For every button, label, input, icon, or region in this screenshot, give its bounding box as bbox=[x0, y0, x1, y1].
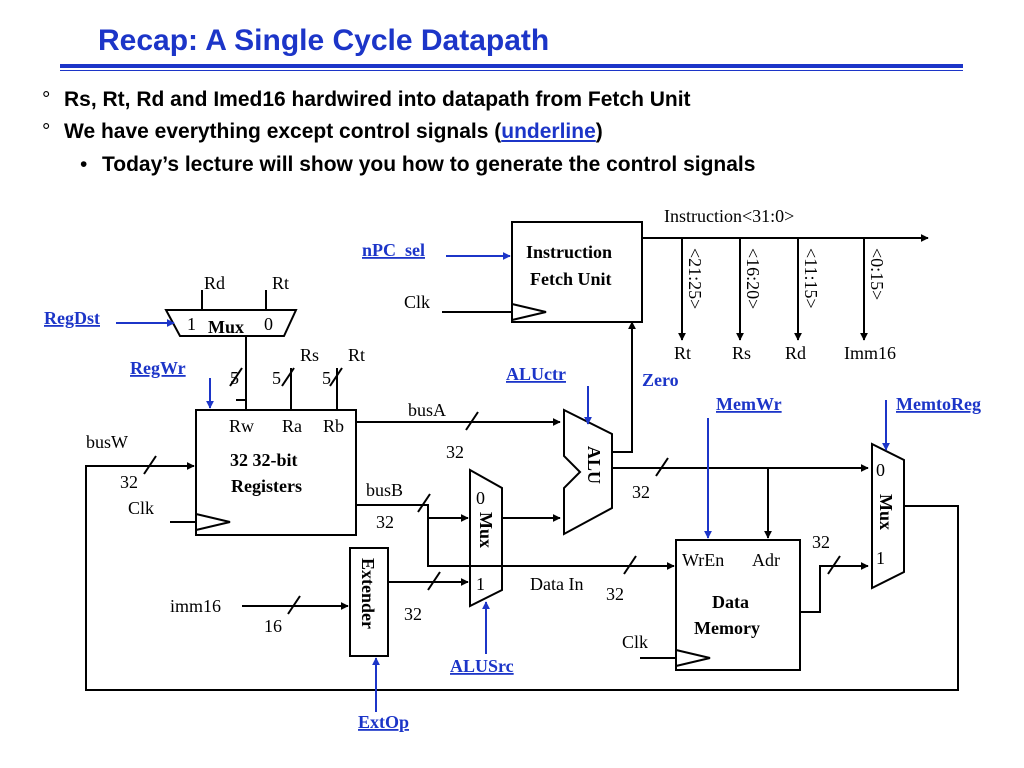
memwr-signal[interactable]: MemWr bbox=[716, 394, 782, 414]
field-name: Rd bbox=[785, 343, 806, 363]
width-32: 32 bbox=[376, 512, 394, 532]
busW-wire bbox=[85, 462, 959, 691]
bullet-marker: ° bbox=[42, 88, 51, 111]
data-memory-label: Memory bbox=[694, 618, 760, 638]
width-32: 32 bbox=[446, 442, 464, 462]
width-5: 5 bbox=[322, 368, 331, 388]
regdst-mux-label: Mux bbox=[208, 317, 244, 337]
imm16-label: imm16 bbox=[170, 596, 221, 616]
width-5: 5 bbox=[230, 368, 239, 388]
regdst-signal[interactable]: RegDst bbox=[44, 308, 100, 328]
regfile-label: 32 32-bit bbox=[230, 450, 298, 470]
field-name: Imm16 bbox=[844, 343, 896, 363]
rt-label: Rt bbox=[272, 273, 289, 293]
port-adr: Adr bbox=[752, 550, 780, 570]
extender bbox=[349, 547, 389, 657]
width-5: 5 bbox=[272, 368, 281, 388]
zero-label: Zero bbox=[642, 370, 679, 390]
aluctr-signal[interactable]: ALUctr bbox=[506, 364, 566, 384]
memtoreg-mux-label: Mux bbox=[876, 494, 896, 530]
instruction-bus-label: Instruction<31:0> bbox=[664, 206, 794, 226]
port-rb: Rb bbox=[323, 416, 344, 436]
register-file bbox=[195, 409, 357, 536]
field-label: <11:15> bbox=[801, 248, 821, 309]
bullet-1: ° Rs, Rt, Rd and Imed16 hardwired into da… bbox=[42, 88, 691, 112]
alusrc-mux-label: Mux bbox=[476, 512, 496, 548]
bullet-3: • Today’s lecture will show you how to ge… bbox=[80, 153, 755, 177]
zero-wire bbox=[612, 321, 636, 453]
fetch-unit-label: Instruction bbox=[526, 242, 612, 262]
extender-label: Extender bbox=[358, 558, 378, 629]
regfile-clock-triangle bbox=[195, 513, 231, 531]
busW-label: busW bbox=[86, 432, 128, 452]
slide-title: Recap: A Single Cycle Datapath bbox=[98, 24, 550, 57]
underline-link[interactable]: underline bbox=[501, 120, 596, 143]
rd-label: Rd bbox=[204, 273, 225, 293]
memory-clock-triangle bbox=[675, 649, 711, 667]
width-32: 32 bbox=[632, 482, 650, 502]
mux-input-0: 0 bbox=[264, 314, 273, 334]
rs-label: Rs bbox=[300, 345, 319, 365]
width-32: 32 bbox=[120, 472, 138, 492]
data-memory-label: Data bbox=[712, 592, 749, 612]
bullet-text: Rs, Rt, Rd and Imed16 hardwired into dat… bbox=[64, 88, 691, 111]
busB-label: busB bbox=[366, 480, 403, 500]
width-32: 32 bbox=[404, 604, 422, 624]
memtoreg-mux bbox=[871, 442, 905, 590]
regdst-mux bbox=[164, 309, 298, 337]
bullet-marker: ° bbox=[42, 120, 51, 143]
instruction-fetch-unit bbox=[511, 221, 643, 323]
data-in-label: Data In bbox=[530, 574, 583, 594]
mux-input-1: 1 bbox=[476, 574, 485, 594]
port-rw: Rw bbox=[229, 416, 254, 436]
field-label: <0:15> bbox=[867, 248, 887, 300]
field-label: <21:25> bbox=[685, 248, 705, 309]
fetch-clock-triangle bbox=[511, 303, 547, 321]
mux-input-0: 0 bbox=[476, 488, 485, 508]
width-32: 32 bbox=[812, 532, 830, 552]
rt-label-2: Rt bbox=[348, 345, 365, 365]
busA-label: busA bbox=[408, 400, 446, 420]
field-name: Rs bbox=[732, 343, 751, 363]
mux-input-1: 1 bbox=[876, 548, 885, 568]
bullet-text: Today’s lecture will show you how to gen… bbox=[102, 153, 756, 176]
alusrc-mux bbox=[469, 468, 503, 608]
width-32: 32 bbox=[606, 584, 624, 604]
regwr-signal[interactable]: RegWr bbox=[130, 358, 186, 378]
port-wren: WrEn bbox=[682, 550, 724, 570]
mux-input-0: 0 bbox=[876, 460, 885, 480]
extop-signal[interactable]: ExtOp bbox=[358, 712, 409, 732]
field-name: Rt bbox=[674, 343, 691, 363]
width-16: 16 bbox=[264, 616, 282, 636]
alu-label: ALU bbox=[584, 446, 604, 484]
clk-label: Clk bbox=[404, 292, 430, 312]
memory-out-wire bbox=[800, 562, 869, 613]
regfile-label: Registers bbox=[231, 476, 302, 496]
mux-input-1: 1 bbox=[187, 314, 196, 334]
bullet-text: We have everything except control signal… bbox=[64, 120, 502, 143]
memtoreg-signal[interactable]: MemtoReg bbox=[896, 394, 981, 414]
title-rule-thin bbox=[60, 70, 963, 71]
clk-label: Clk bbox=[622, 632, 648, 652]
busB-to-memory-wire bbox=[356, 504, 675, 570]
clk-label: Clk bbox=[128, 498, 154, 518]
npc-sel-signal[interactable]: nPC_sel bbox=[362, 240, 425, 260]
fetch-unit-label: Fetch Unit bbox=[530, 269, 611, 289]
title-rule bbox=[60, 64, 963, 68]
alusrc-signal[interactable]: ALUSrc bbox=[450, 656, 514, 676]
bullet-marker: • bbox=[80, 153, 88, 176]
alu bbox=[563, 408, 613, 536]
bullet-2: ° We have everything except control signa… bbox=[42, 120, 603, 144]
bullet-text: ) bbox=[595, 120, 603, 143]
field-label: <16:20> bbox=[743, 248, 763, 309]
port-ra: Ra bbox=[282, 416, 302, 436]
data-memory bbox=[675, 539, 801, 671]
